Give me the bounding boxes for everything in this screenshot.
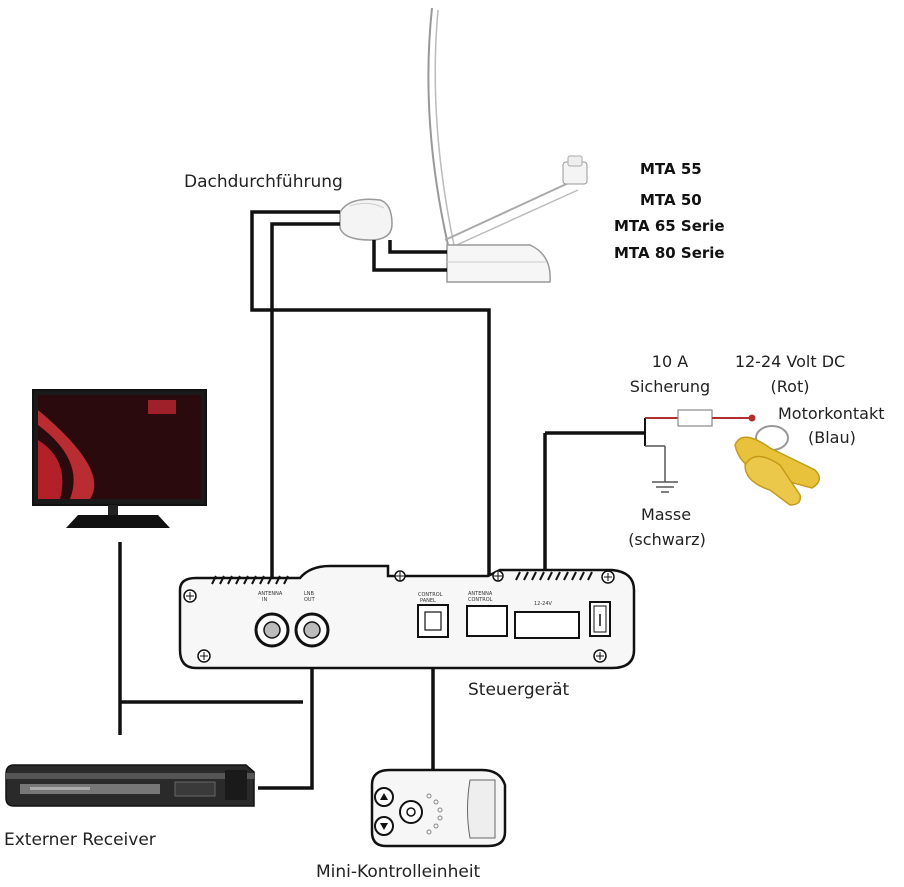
svg-text:CONTROL: CONTROL [468, 597, 493, 603]
antenna-in-connector: ANTENNA IN [254, 591, 290, 648]
tv-icon [32, 389, 207, 528]
mini-control-label: Mini-Kontrolleinheit [316, 862, 481, 882]
voltage-label: 12-24 Volt DC [734, 352, 846, 371]
svg-text:ANTENNA: ANTENNA [468, 591, 493, 597]
control-unit-label: Steuergerät [468, 680, 570, 700]
ground-label: Masse [640, 505, 692, 524]
control-unit: ANTENNA IN LNB OUT CONTROL PANEL ANTENNA… [178, 564, 636, 670]
motor-contact-color-label: (Blau) [808, 428, 856, 447]
ignition-key-icon [734, 425, 821, 506]
control-port [417, 604, 449, 638]
voltage-color-label: (Rot) [770, 377, 810, 396]
svg-text:LNB: LNB [304, 591, 315, 597]
satellite-antenna [427, 7, 588, 283]
svg-text:IN: IN [262, 597, 267, 603]
mini-control-icon [370, 768, 507, 848]
external-receiver-label: Externer Receiver [4, 830, 156, 850]
fuse-amp-label: 10 A [651, 352, 689, 371]
power-port [514, 611, 580, 639]
model-mta80: MTA 80 Serie [614, 244, 725, 262]
svg-text:ANTENNA: ANTENNA [258, 591, 283, 597]
svg-text:OUT: OUT [304, 597, 316, 603]
ground-color-label: (schwarz) [628, 530, 706, 549]
model-mta55: MTA 55 [640, 160, 702, 178]
cables [118, 210, 645, 790]
svg-text:PANEL: PANEL [420, 598, 436, 604]
roof-feedthrough-label: Dachdurchführung [184, 172, 343, 192]
svg-text:12-24V: 12-24V [534, 601, 553, 607]
antenna-control-port [466, 605, 508, 637]
receiver-icon [5, 764, 255, 807]
fuse-label: Sicherung [629, 377, 711, 396]
lnb-out-connector: LNB OUT [294, 591, 330, 648]
svg-text:CONTROL: CONTROL [418, 592, 443, 598]
model-mta65: MTA 65 Serie [614, 217, 725, 235]
roof-feedthrough [339, 198, 393, 241]
motor-contact-label: Motorkontakt [778, 404, 885, 423]
power-fuse-section [644, 409, 756, 493]
model-mta50: MTA 50 [640, 191, 702, 209]
